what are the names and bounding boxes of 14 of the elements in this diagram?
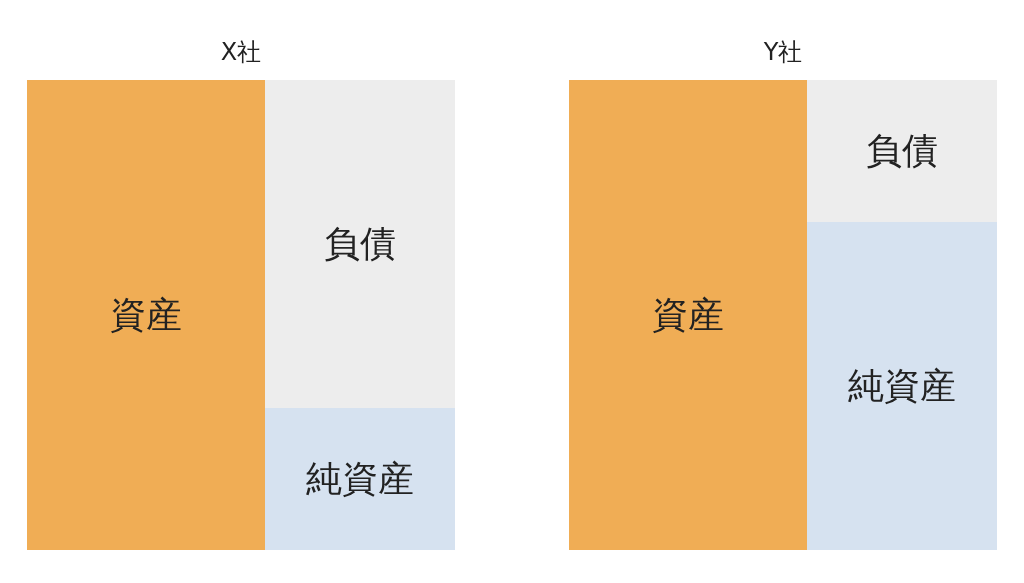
assets-block [27,80,265,550]
block-label: 純資産 [848,363,956,408]
block-label: 負債 [866,128,938,173]
liabilities-block [807,80,997,222]
company-title: X社 [219,37,263,68]
net-assets-block [807,222,997,550]
block-label: 資産 [652,292,724,337]
liabilities-block [265,80,455,408]
net-assets-block [265,408,455,550]
company-title: Y社 [762,37,804,68]
block-label: 資産 [110,292,182,337]
block-label: 純資産 [306,456,414,501]
block-label: 負債 [324,221,396,266]
assets-block [569,80,807,550]
